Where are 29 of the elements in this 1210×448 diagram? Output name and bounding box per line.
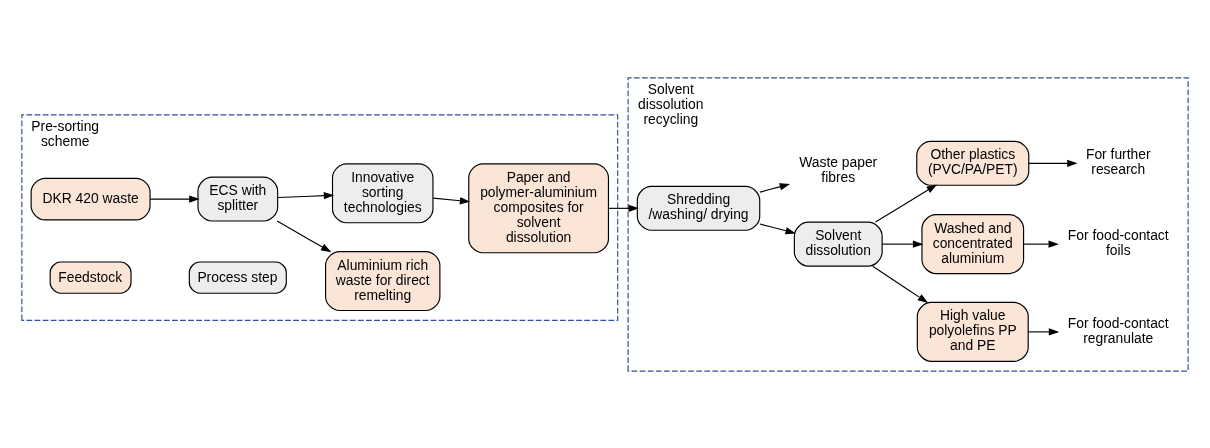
- arrow: [759, 222, 796, 234]
- node-box: High value polyolefins PP and PE: [916, 301, 1029, 362]
- node-text: Waste paper fibres: [799, 153, 878, 185]
- node-box: Shredding /washing/ drying: [636, 185, 761, 231]
- node-text: For food-contact foils: [1067, 226, 1169, 258]
- node-box: Aluminium rich waste for direct remelting: [325, 250, 441, 311]
- arrow: [874, 183, 937, 223]
- legend-label: Process step: [197, 268, 278, 285]
- node-box: Innovative sorting technologies: [331, 162, 434, 223]
- arrow: [432, 196, 471, 204]
- arrow: [277, 191, 335, 199]
- arrow: [1027, 327, 1060, 336]
- arrow: [149, 194, 200, 203]
- node-box: ECS with splitter: [197, 176, 279, 222]
- arrow: [608, 204, 639, 212]
- arrow: [1023, 240, 1059, 248]
- arrow: [872, 265, 929, 303]
- node-text: For food-contact regranulate: [1067, 314, 1169, 346]
- node-box: Solvent dissolution: [793, 221, 883, 267]
- arrow: [881, 240, 924, 248]
- arrow: [276, 220, 332, 252]
- node-box: Washed and concentrated aluminium: [921, 213, 1025, 274]
- legend-label: Feedstock: [58, 268, 123, 285]
- node-box: Other plastics (PVC/PA/PET): [916, 140, 1030, 186]
- node-box: Paper and polymer-aluminium composites for solvent dissolution: [468, 162, 610, 253]
- arrow: [1028, 159, 1078, 167]
- node-text: For further research: [1085, 145, 1151, 177]
- arrow: [759, 182, 791, 193]
- node-box: DKR 420 waste: [30, 177, 151, 220]
